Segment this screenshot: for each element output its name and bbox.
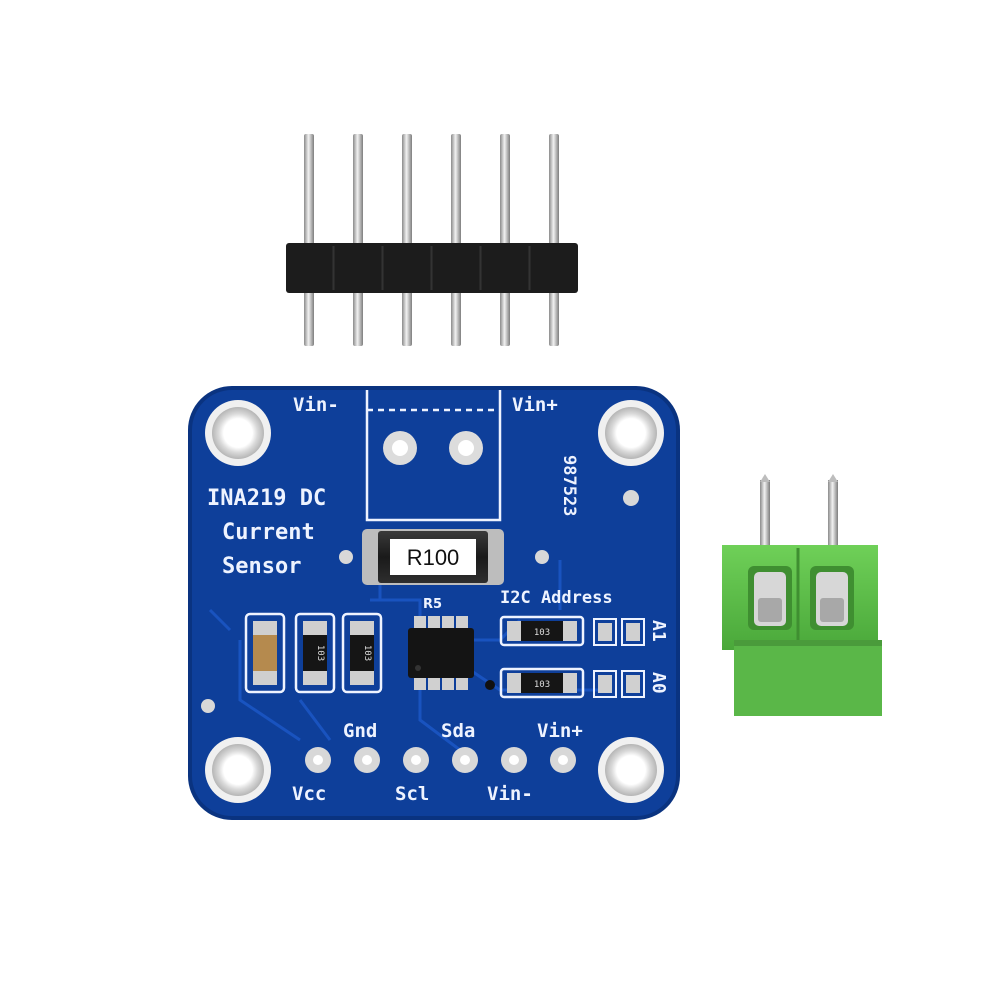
- terminal-clamp-left: [748, 566, 792, 630]
- vin-plus-top-label: Vin+: [512, 394, 558, 416]
- terminal-body-front: [734, 640, 882, 716]
- resistor-r1-marking: 103: [315, 645, 325, 661]
- via: [623, 490, 639, 506]
- board-title-line3: Sensor: [222, 554, 301, 579]
- resistor-r2-marking: 103: [362, 645, 372, 661]
- ina219-board: Vin- Vin+ INA219 DC Current Sensor 98752…: [188, 386, 680, 820]
- jumper-a0-marking: 103: [534, 680, 550, 690]
- capacitor: [244, 612, 286, 694]
- header-pin: [549, 134, 559, 346]
- pin-header: [286, 134, 578, 346]
- jumper-a0-label: A0: [648, 672, 669, 694]
- screw-terminal: [722, 474, 882, 716]
- jumper-a1-marking: 103: [534, 628, 550, 638]
- resistor-r2: 103: [341, 612, 383, 694]
- pin-label-vcc: Vcc: [292, 783, 326, 805]
- terminal-footprint: [365, 390, 502, 522]
- terminal-clamp-right: [810, 566, 854, 630]
- terminal-pin-right: [828, 480, 838, 560]
- header-pin: [500, 134, 510, 346]
- shunt-marking: R100: [407, 545, 460, 570]
- mounting-hole-top-right: [598, 400, 664, 466]
- pin-label-sda: Sda: [441, 720, 475, 742]
- mounting-hole-top-left: [205, 400, 271, 466]
- jumper-a1-label: A1: [648, 620, 669, 642]
- jumper-a1: 103: [499, 615, 645, 647]
- pin-label-vin-plus: Vin+: [537, 720, 583, 742]
- board-title-line2: Current: [222, 520, 315, 545]
- shunt-reference: R5: [423, 597, 442, 612]
- pin-label-vin-minus: Vin-: [487, 783, 533, 805]
- via: [485, 680, 495, 690]
- header-pin: [402, 134, 412, 346]
- header-pin: [451, 134, 461, 346]
- pin-pads: [305, 747, 576, 773]
- jumper-a0: 103: [499, 667, 645, 699]
- pin-label-scl: Scl: [395, 783, 429, 805]
- board-title-line1: INA219 DC: [207, 486, 326, 511]
- via: [201, 699, 215, 713]
- header-pin: [353, 134, 363, 346]
- serial-number: 987523: [559, 455, 579, 516]
- header-pin: [304, 134, 314, 346]
- pin-label-gnd: Gnd: [343, 720, 377, 742]
- pcb-substrate: [188, 386, 680, 820]
- resistor-r1: 103: [294, 612, 336, 694]
- shunt-resistor: R100: [339, 529, 549, 585]
- terminal-body-top: [722, 545, 878, 650]
- terminal-pin-left: [760, 480, 770, 560]
- mounting-hole-bottom-left: [205, 737, 271, 803]
- mounting-hole-bottom-right: [598, 737, 664, 803]
- vin-minus-top-label: Vin-: [293, 394, 339, 416]
- ina219-chip: [408, 616, 474, 690]
- i2c-address-label: I2C Address: [500, 588, 613, 608]
